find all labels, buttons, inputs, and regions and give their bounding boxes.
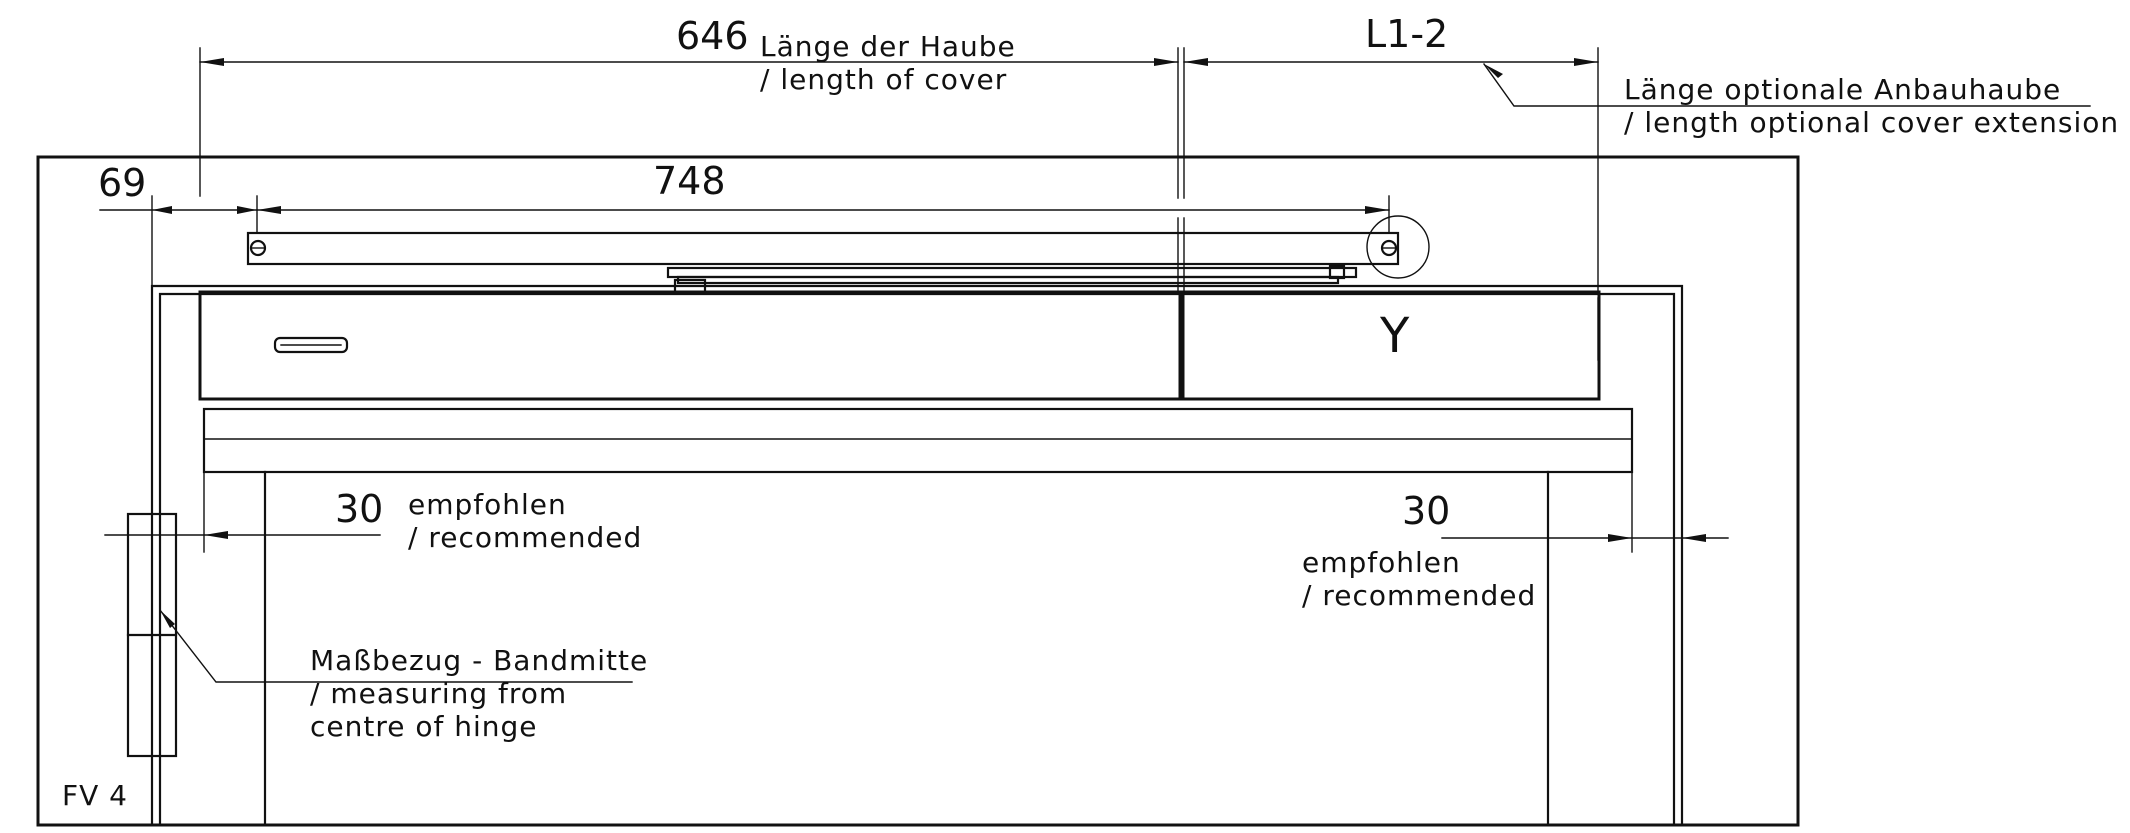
label-recommended-right-de: empfohlen bbox=[1302, 546, 1461, 579]
dim-arm-length: 748 bbox=[256, 159, 1390, 214]
guide-rail bbox=[666, 264, 1358, 294]
model-label: FV 4 bbox=[62, 779, 128, 812]
pivot-detail-circle bbox=[1366, 215, 1430, 279]
hinge-leader: Maßbezug - Bandmitte / measuring from ce… bbox=[159, 609, 648, 743]
cover-extension bbox=[1181, 290, 1601, 401]
label-extension-de: Länge optionale Anbauhaube bbox=[1624, 73, 2061, 106]
dim-cover-value: 646 bbox=[676, 14, 749, 58]
label-recommended-left-en: / recommended bbox=[408, 521, 642, 554]
closer-slot bbox=[273, 336, 349, 354]
label-hinge-en1: / measuring from bbox=[310, 677, 567, 710]
label-extension-en: / length optional cover extension bbox=[1624, 106, 2119, 139]
hinge bbox=[126, 512, 178, 758]
dim-gap-left-value: 30 bbox=[335, 487, 383, 531]
label-cover-en: / length of cover bbox=[760, 63, 1007, 96]
dim-offset-value: 69 bbox=[98, 161, 146, 205]
extension-lines bbox=[199, 47, 1633, 553]
dim-extension-length: L1-2 Länge optionale Anbauhaube / length… bbox=[1183, 12, 2119, 139]
dim-cover-length: 646 Länge der Haube / length of cover bbox=[199, 14, 1179, 96]
cover-divider bbox=[1177, 47, 1185, 293]
dim-gap-right-value: 30 bbox=[1402, 489, 1450, 533]
label-hinge-en2: centre of hinge bbox=[310, 710, 538, 743]
dim-arm-value: 748 bbox=[653, 159, 726, 203]
label-cover-de: Länge der Haube bbox=[760, 30, 1016, 63]
dim-extension-value: L1-2 bbox=[1365, 12, 1448, 56]
outer-frame bbox=[36, 155, 1800, 827]
transom-bar bbox=[202, 407, 1634, 474]
extension-mark: Y bbox=[1379, 308, 1410, 364]
label-hinge-de: Maßbezug - Bandmitte bbox=[310, 644, 648, 677]
label-recommended-right-en: / recommended bbox=[1302, 579, 1536, 612]
dim-gap-right: 30 empfohlen / recommended bbox=[1302, 489, 1729, 612]
label-recommended-left-de: empfohlen bbox=[408, 488, 567, 521]
closer-cover bbox=[198, 290, 1182, 401]
closer-arm bbox=[246, 215, 1430, 279]
dim-gap-left: 30 empfohlen / recommended bbox=[104, 487, 642, 554]
door-leaf bbox=[263, 470, 1550, 827]
dim-offset-left: 69 bbox=[98, 161, 258, 287]
